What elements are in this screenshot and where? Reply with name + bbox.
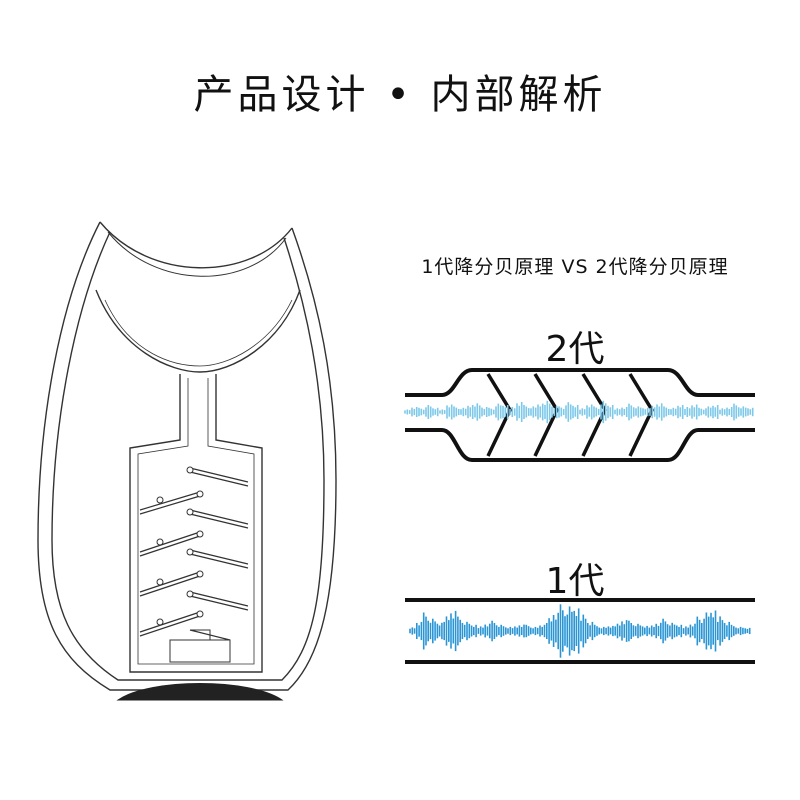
cup-top bbox=[99, 221, 293, 269]
gen2-label: 2代 bbox=[545, 329, 605, 370]
gen1-diagram bbox=[405, 598, 755, 664]
gen1-label: 1代 bbox=[545, 561, 605, 602]
cup-bowl bbox=[95, 289, 301, 373]
bottom-valve bbox=[169, 629, 231, 663]
product-base bbox=[116, 683, 284, 701]
comparison-subtitle: 1代降分贝原理 VS 2代降分贝原理 bbox=[421, 256, 729, 278]
gen2-waveform bbox=[404, 400, 754, 424]
cup-rim bbox=[107, 231, 287, 277]
stem bbox=[129, 374, 263, 673]
gen2-diagram bbox=[405, 368, 755, 462]
gen2-top-line bbox=[405, 368, 755, 397]
gen1-waveform bbox=[409, 604, 751, 658]
gen2-bottom-line bbox=[405, 428, 755, 462]
rib-nodes bbox=[156, 466, 204, 626]
product-cutaway bbox=[37, 221, 337, 691]
page-title: 产品设计 • 内部解析 bbox=[193, 72, 607, 118]
shell-inner bbox=[51, 231, 325, 681]
internal-ribs bbox=[139, 467, 249, 641]
